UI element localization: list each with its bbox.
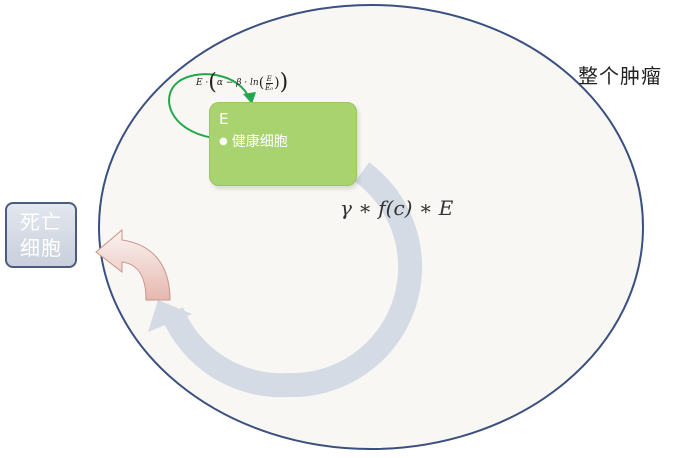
fraction-denominator: E₀ [265,83,274,92]
growth-formula-prefix: E · [196,78,209,88]
bullet-icon: ● [219,136,228,147]
tumor-ellipse [98,4,644,450]
healthy-item: ●健康细胞 [219,132,347,152]
growth-formula: E · ( α − β · ln ( E E₀ ) ) [196,68,288,98]
growth-fraction: E E₀ [265,75,273,92]
healthy-title: E [219,110,229,128]
death-arrow [95,228,171,301]
dead-cell-line1: 死亡 [20,210,62,234]
growth-loop-head [243,92,256,104]
left-paren-small-icon: ( [258,75,265,91]
growth-formula-inner: α − β · ln [216,78,259,88]
fraction-numerator: E [265,74,273,84]
healthy-item-label: 健康细胞 [231,134,288,150]
tumor-label: 整个肿瘤 [578,64,662,88]
growth-loop [168,73,251,139]
dead-cell-box: 死亡 细胞 [5,202,77,268]
right-paren-icon: ) [279,70,289,95]
dead-cell-line2: 细胞 [20,236,62,260]
left-paren-icon: ( [208,70,217,95]
death-rate-formula: γ ∗ f(c) ∗ E [340,196,454,220]
cycle-arrow-head [148,300,192,332]
right-paren-small-icon: ) [274,75,280,91]
healthy-cell-box: E ●健康细胞 [209,102,357,186]
cycle-arrow [160,162,423,398]
